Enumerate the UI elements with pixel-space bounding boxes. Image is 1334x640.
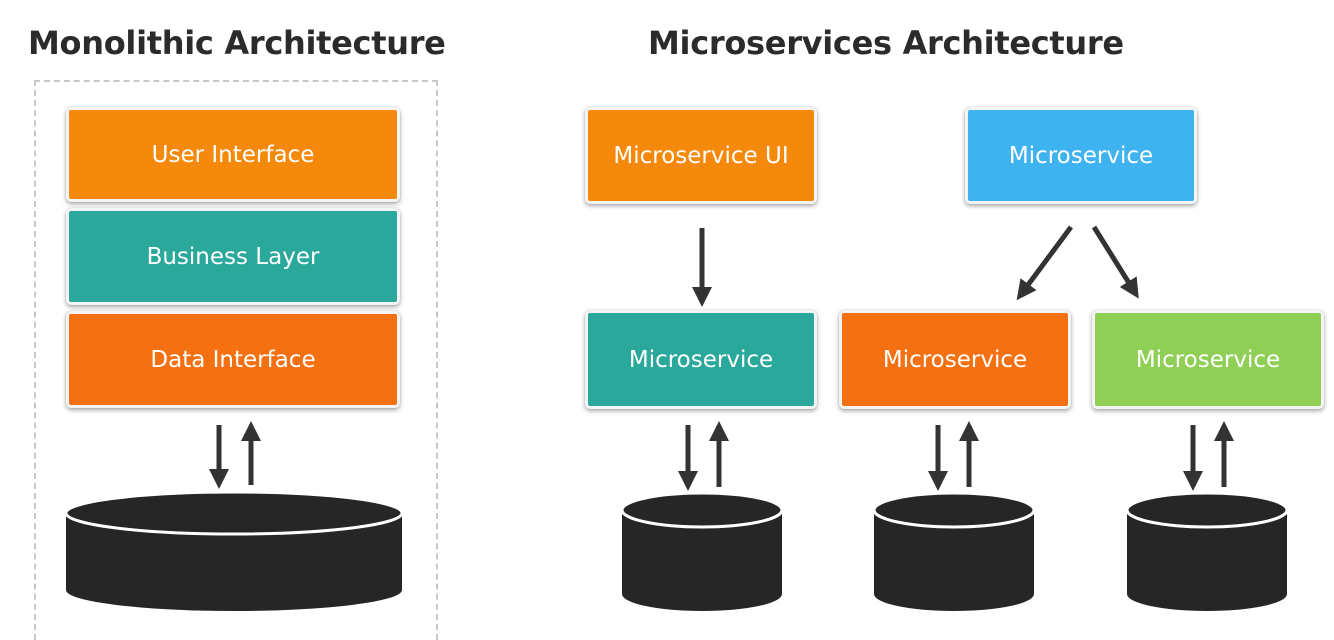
user-interface-layer: User Interface [66,107,400,202]
monolith-boundary [34,80,438,640]
business-layer-label: Business Layer [146,243,320,270]
microservice-teal-box: Microservice [585,310,817,409]
microservice-teal-label: Microservice [628,346,774,373]
top-to-orange-arrow [1016,225,1074,301]
microservices-title: Microservices Architecture [648,24,1124,62]
data-interface-layer: Data Interface [66,311,400,408]
monolith-database-icon [64,490,404,611]
orange-database-icon [872,491,1036,611]
microservice-orange-label: Microservice [882,346,1028,373]
microservice-top-label: Microservice [1008,142,1154,169]
microservice-green-label: Microservice [1135,346,1281,373]
microservice-ui-box: Microservice UI [585,107,817,204]
microservice-ui-label: Microservice UI [613,142,789,169]
microservice-green-box: Microservice [1092,310,1324,409]
top-to-green-arrow [1091,225,1139,299]
microservice-top-box: Microservice [965,107,1197,204]
teal-database-icon [620,491,784,611]
business-layer: Business Layer [66,208,400,305]
user-interface-label: User Interface [151,141,315,168]
monolithic-title: Monolithic Architecture [28,24,446,62]
connectors-and-databases [64,225,1289,611]
data-interface-label: Data Interface [150,346,316,373]
microservice-orange-box: Microservice [839,310,1071,409]
green-database-icon [1125,491,1289,611]
